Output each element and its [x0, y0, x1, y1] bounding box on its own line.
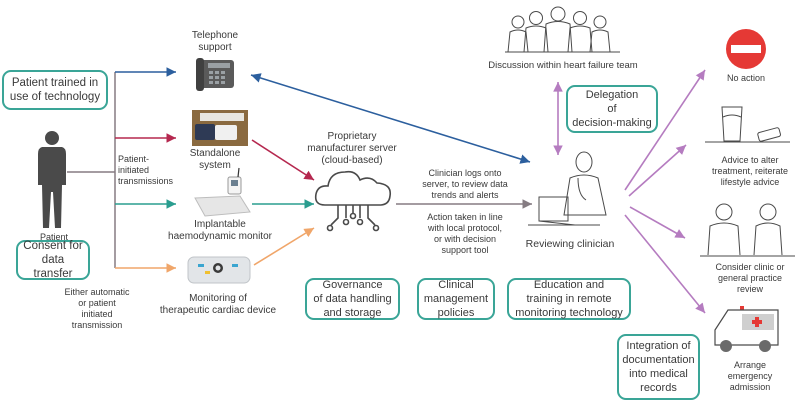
therapeutic-label: Monitoring of therapeutic cardiac device — [159, 293, 277, 316]
integration-box: Integration of documentation into medica… — [617, 334, 700, 400]
clinical-policies-box: Clinical management policies — [417, 278, 495, 320]
patient-trained-box: Patient trained in use of technology — [2, 70, 108, 110]
ambulance-icon — [714, 306, 779, 352]
action-taken-label: Action taken in line with local protocol… — [427, 212, 503, 255]
arrow-to-clinic — [629, 206, 686, 239]
implantable-monitor-image — [194, 167, 251, 217]
consent-box: Consent for data transfer — [16, 240, 90, 280]
water-and-pills-icon — [705, 106, 790, 143]
patient-initiated-label: Patient- initiated transmissions — [118, 154, 174, 186]
patient-icon — [38, 131, 66, 228]
telephone-label: Telephone support — [191, 30, 239, 53]
reviewing-clinician-icon — [528, 151, 607, 226]
arrow-to-advice — [628, 144, 687, 197]
telephone-icon — [196, 58, 234, 91]
patient-label: Patient — [39, 232, 69, 242]
arrow-to-emergency — [624, 214, 706, 314]
arrow-to-no-action — [624, 69, 706, 191]
no-action-label: No action — [726, 73, 766, 83]
standalone-system-image — [192, 110, 248, 146]
team-label: Discussion within heart failure team — [488, 60, 638, 71]
therapeutic-device-image — [187, 256, 251, 284]
implantable-label: Implantable haemodynamic monitor — [168, 219, 272, 242]
no-entry-icon — [726, 29, 766, 69]
heart-failure-team-icon — [505, 6, 620, 53]
arrow-telephone-clinician — [250, 73, 531, 164]
either-automatic-label: Either automatic or patient initiated tr… — [64, 287, 130, 330]
advice-label: Advice to alter treatment, reiterate lif… — [711, 155, 789, 187]
clinic-review-icon — [700, 203, 795, 257]
arrow-therapeutic-to-cloud — [253, 227, 315, 266]
standalone-label: Standalone system — [189, 148, 241, 171]
cloud-server-icon — [314, 170, 392, 232]
delegation-box: Delegation of decision-making — [566, 85, 658, 133]
clinician-label: Reviewing clinician — [525, 238, 615, 250]
clinic-review-label: Consider clinic or general practice revi… — [715, 262, 785, 294]
governance-box: Governance of data handling and storage — [305, 278, 400, 320]
emergency-label: Arrange emergency admission — [727, 360, 773, 392]
patient-connector-lines — [67, 72, 116, 268]
server-label: Proprietary manufacturer server (cloud-b… — [307, 131, 397, 166]
education-box: Education and training in remote monitor… — [507, 278, 631, 320]
clinician-logs-label: Clinician logs onto server, to review da… — [422, 168, 508, 200]
